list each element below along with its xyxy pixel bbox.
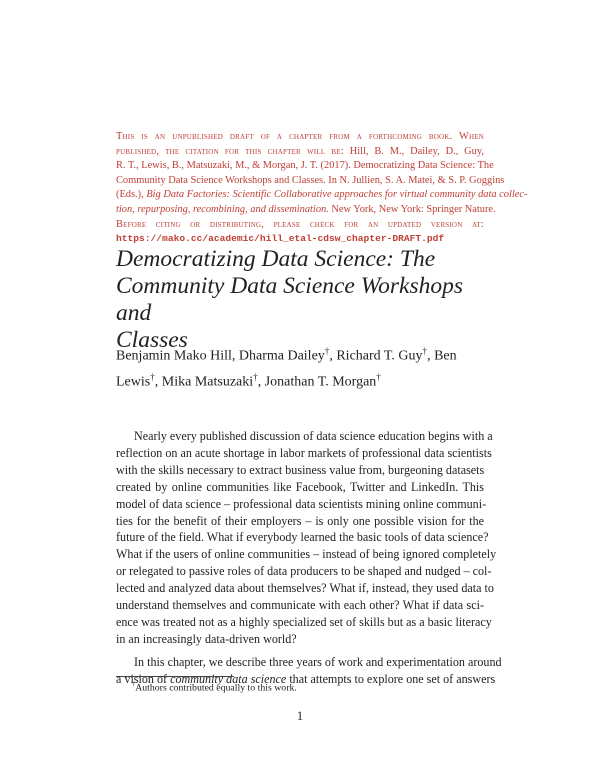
author: , Ben <box>427 348 457 364</box>
notice-line: Community Data Science Workshops and Cla… <box>116 174 505 186</box>
footnote-rule <box>116 676 234 677</box>
text-line: reflection on an acute shortage in labor… <box>116 445 492 460</box>
author: Lewis <box>116 374 151 390</box>
paragraph-2: In this chapter, we describe three years… <box>116 654 502 688</box>
text-line: In this chapter, we describe three years… <box>134 654 502 669</box>
draft-notice: This is an unpublished draft of a chapte… <box>116 130 527 247</box>
paragraph-1: Nearly every published discussion of dat… <box>116 428 497 648</box>
chapter-title: Democratizing Data Science: The Communit… <box>116 246 496 354</box>
emphasis: community data science <box>170 671 287 686</box>
text-line: understand themselves and communicate wi… <box>116 598 484 613</box>
page-number: 1 <box>296 709 304 723</box>
book-title: tion, repurposing, recombining, and diss… <box>116 203 329 215</box>
footnote-text: Authors contributed equally to this work… <box>135 682 297 694</box>
dagger-mark: † <box>150 371 155 382</box>
notice-line: R. T., Lewis, B., Matsuzaki, M., & Morga… <box>116 160 494 172</box>
text-line: What if the users of online communities … <box>116 547 497 562</box>
notice-line: This is an unpublished draft of a chapte… <box>116 131 484 142</box>
text-line: or relegated to passive roles of data pr… <box>116 564 492 579</box>
dagger-mark: † <box>422 346 428 356</box>
author: , Jonathan T. Morgan <box>257 374 377 390</box>
book-title: Big Data Factories: Scientific Collabora… <box>146 189 528 201</box>
notice-text: New York, New York: Springer Nature. <box>328 203 496 215</box>
notice-text: (Eds.), <box>116 189 147 201</box>
text-line: in an increasingly data-driven world? <box>116 631 297 646</box>
text-line: future of the field. What if everybody l… <box>116 530 489 545</box>
title-line: Community Data Science Workshops and <box>116 273 464 326</box>
text: a vision of <box>116 671 171 686</box>
notice-line: published, the citation for this chapter… <box>116 145 484 160</box>
author: , Richard T. Guy <box>329 348 423 364</box>
text-line: model of data science – professional dat… <box>116 496 487 511</box>
text-line: ence was treated not as a highly special… <box>116 614 492 629</box>
text-line: lected and analyzed data about themselve… <box>116 581 494 596</box>
body-text: Nearly every published discussion of dat… <box>116 428 502 688</box>
title-line: Democratizing Data Science: The <box>116 246 436 272</box>
text-line: ties for the benefit of their employers … <box>116 513 484 528</box>
notice-line: (Eds.), Big Data Factories: Scientific C… <box>116 188 527 203</box>
dagger-mark: † <box>376 371 381 382</box>
title-line: Classes <box>116 327 188 353</box>
dagger-mark: † <box>253 371 258 382</box>
notice-line: Before citing or distributing, please ch… <box>116 218 484 230</box>
author: , Mika Matsuzaki <box>154 374 254 390</box>
footnote: †Authors contributed equally to this wor… <box>132 681 297 693</box>
text-line: Nearly every published discussion of dat… <box>134 429 493 443</box>
author: Benjamin Mako Hill, Dharma Dailey <box>116 348 325 364</box>
notice-text: Hill, B. M., Dailey, D., Guy, <box>343 145 484 157</box>
text: that attempts to explore one set of answ… <box>286 671 496 686</box>
text-line: with the skills necessary to extract bus… <box>116 462 485 477</box>
author-list: Benjamin Mako Hill, Dharma Dailey†, Rich… <box>116 341 486 392</box>
notice-line: tion, repurposing, recombining, and diss… <box>116 203 496 218</box>
draft-url-link[interactable]: https://mako.cc/academic/hill_etal-cdsw_… <box>116 233 445 245</box>
notice-text: published, the citation for this chapter… <box>116 145 344 157</box>
dagger-mark: † <box>132 681 136 688</box>
dagger-mark: † <box>324 346 330 356</box>
text-line: created by online communities like Faceb… <box>116 479 484 494</box>
text-line: a vision of community data science that … <box>116 671 495 688</box>
